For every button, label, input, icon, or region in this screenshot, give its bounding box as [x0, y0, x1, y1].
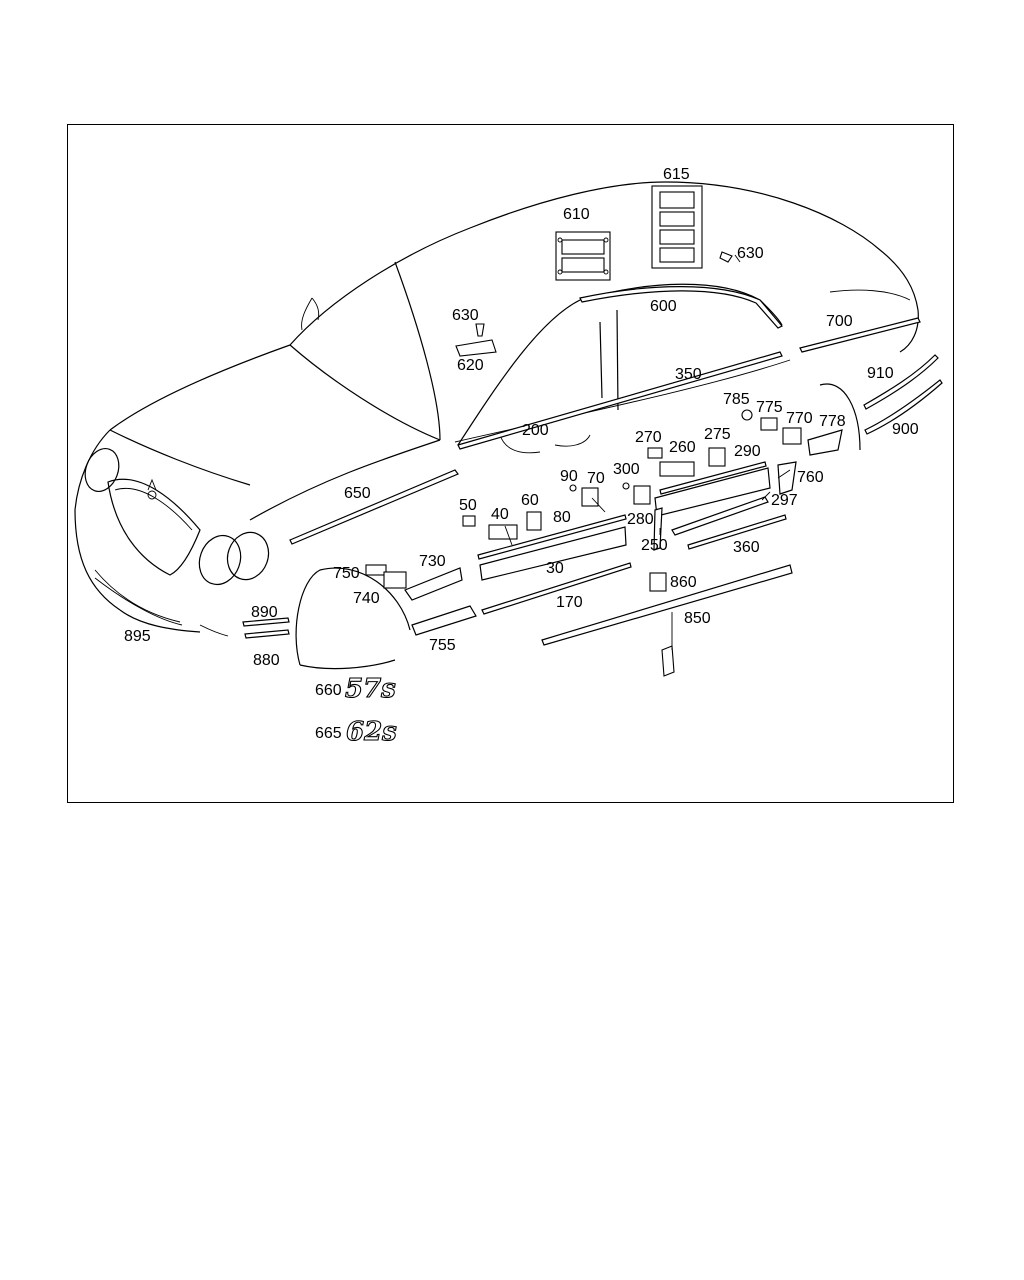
label-170: 170	[556, 594, 583, 611]
car-body-outline	[74, 181, 919, 670]
bracket-615	[651, 185, 703, 269]
strip-910	[863, 354, 939, 410]
label-350: 350	[675, 366, 702, 383]
clip-775	[760, 417, 778, 431]
pin-630-left	[475, 323, 485, 337]
strip-895	[94, 577, 183, 626]
strip-297	[671, 496, 769, 536]
strip-890	[242, 617, 290, 627]
label-900: 900	[892, 421, 919, 438]
clip-750	[365, 564, 387, 576]
clip-740	[383, 571, 407, 589]
label-770: 770	[786, 410, 813, 427]
strip-850	[541, 564, 793, 646]
label-297: 297	[771, 492, 798, 509]
clip-40	[488, 524, 518, 540]
label-778: 778	[819, 413, 846, 430]
strip-170	[481, 562, 632, 615]
label-740: 740	[353, 590, 380, 607]
label-30: 30	[546, 560, 564, 577]
label-630-right: 630	[737, 245, 764, 262]
label-610: 610	[563, 206, 590, 223]
clip-270	[647, 447, 663, 459]
label-700: 700	[826, 313, 853, 330]
strip-650	[289, 469, 459, 545]
label-50: 50	[459, 497, 477, 514]
clip-280	[633, 485, 651, 505]
label-630-left: 630	[452, 307, 479, 324]
label-260: 260	[669, 439, 696, 456]
strip-30	[479, 526, 627, 581]
label-620: 620	[457, 357, 484, 374]
label-890: 890	[251, 604, 278, 621]
label-600: 600	[650, 298, 677, 315]
label-275: 275	[704, 426, 731, 443]
label-650: 650	[344, 485, 371, 502]
clip-60	[526, 511, 542, 531]
label-360: 360	[733, 539, 760, 556]
label-750: 750	[333, 565, 360, 582]
clip-parts	[365, 185, 802, 677]
label-615: 615	[663, 166, 690, 183]
part-labels: 615 610 630 630 620 600 700 350 910 785 …	[124, 166, 919, 742]
label-760: 760	[797, 469, 824, 486]
clip-860	[649, 572, 667, 592]
strip-700	[799, 317, 921, 353]
label-775: 775	[756, 399, 783, 416]
leader-lines	[504, 254, 791, 650]
emblem-57s: 57s	[345, 674, 396, 704]
strip-760	[777, 461, 797, 495]
diagram-frame	[67, 124, 954, 803]
pin-630-right	[719, 251, 733, 263]
clip-850	[661, 645, 675, 677]
clip-785	[741, 409, 753, 421]
strip-880	[244, 629, 290, 639]
label-910: 910	[867, 365, 894, 382]
label-895: 895	[124, 628, 151, 645]
strip-360	[687, 514, 787, 550]
label-200: 200	[522, 422, 549, 439]
clip-90	[569, 484, 577, 492]
strip-80	[477, 514, 627, 560]
strip-900	[864, 379, 943, 435]
label-80: 80	[553, 509, 571, 526]
label-60: 60	[521, 492, 539, 509]
label-850: 850	[684, 610, 711, 627]
label-250: 250	[641, 537, 668, 554]
label-665: 665	[315, 725, 342, 742]
strip-778	[807, 429, 843, 456]
label-90: 90	[560, 468, 578, 485]
label-880: 880	[253, 652, 280, 669]
clip-260	[659, 461, 695, 477]
strip-755	[411, 605, 477, 636]
strip-730	[404, 567, 463, 601]
label-40: 40	[491, 506, 509, 523]
label-730: 730	[419, 553, 446, 570]
clip-70	[581, 487, 599, 507]
label-300: 300	[613, 461, 640, 478]
bracket-610	[555, 231, 611, 281]
clip-620	[455, 339, 497, 357]
clip-275	[708, 447, 726, 467]
label-280: 280	[627, 511, 654, 528]
label-270: 270	[635, 429, 662, 446]
label-660: 660	[315, 682, 342, 699]
strip-290	[659, 461, 767, 495]
label-860: 860	[670, 574, 697, 591]
mouldings	[94, 286, 943, 646]
strip-350	[457, 351, 783, 450]
clip-300	[622, 482, 630, 490]
label-755: 755	[429, 637, 456, 654]
strip-250	[653, 507, 663, 551]
label-70: 70	[587, 470, 605, 487]
emblem-62s: 62s	[346, 717, 397, 747]
strip-600	[579, 286, 783, 329]
label-785: 785	[723, 391, 750, 408]
clip-50	[462, 515, 476, 527]
label-290: 290	[734, 443, 761, 460]
clip-770	[782, 427, 802, 445]
